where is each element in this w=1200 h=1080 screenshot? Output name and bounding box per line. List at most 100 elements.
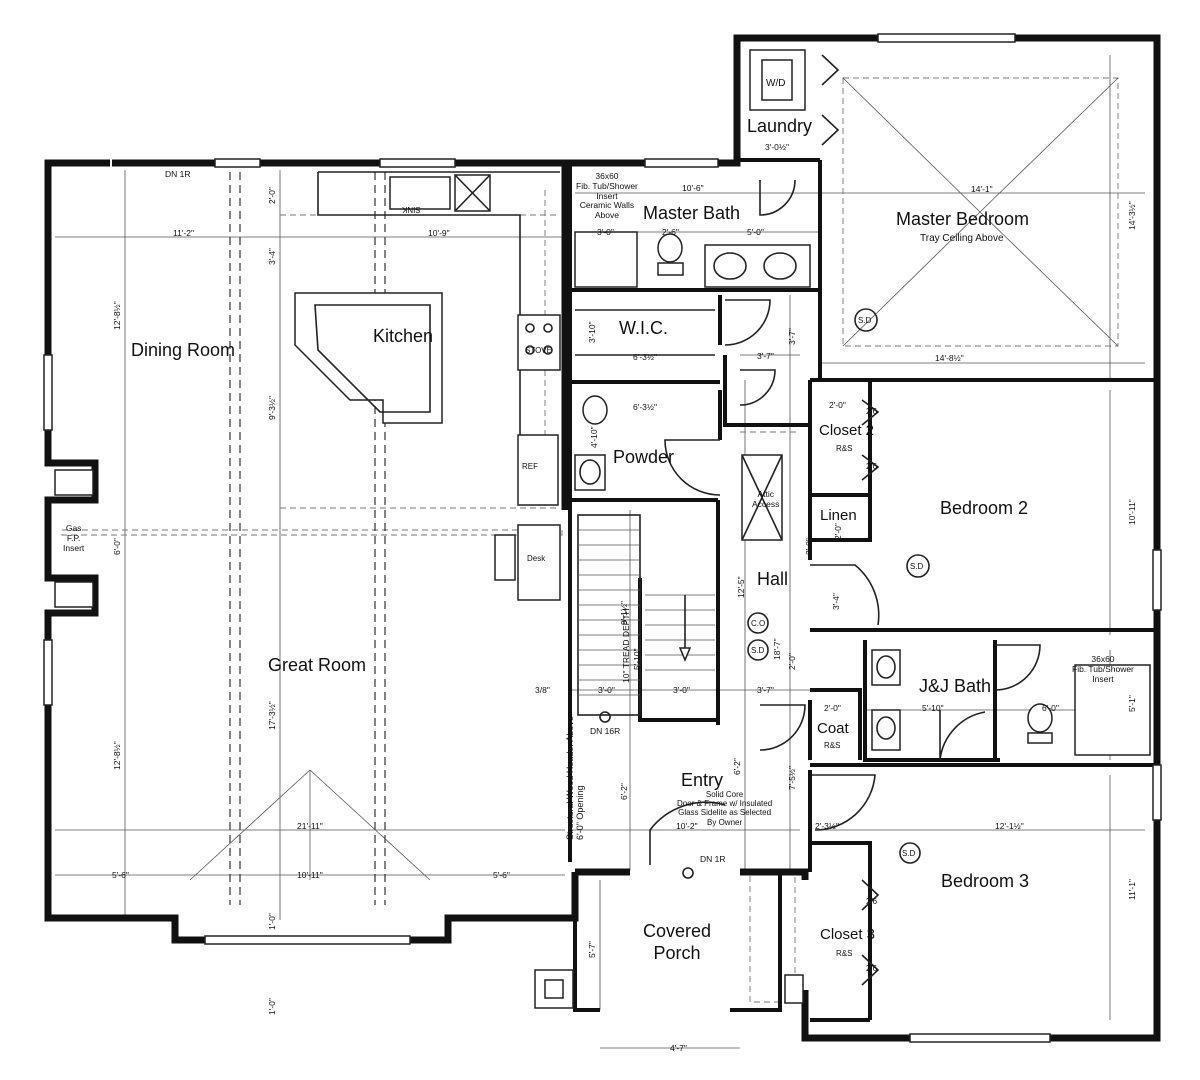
dim-master-width: 14'-1" <box>971 184 993 194</box>
windows <box>43 33 1162 1043</box>
dim-aisle: 3'-4" <box>267 248 277 265</box>
label-co-hall: C.O <box>751 619 766 628</box>
label-gas-fireplace: Gas F.P. Insert <box>63 523 85 553</box>
dim-entry-hall: 3'-7" <box>757 685 774 695</box>
dim-hall-closet: 3'-7" <box>787 328 797 345</box>
dim-jj-vanity: 5'-10" <box>922 703 944 713</box>
dim-hall-total: 18'-7" <box>772 638 782 660</box>
room-great-room: Great Room <box>268 655 367 675</box>
dim-wall-thick: 3/8" <box>535 685 550 695</box>
dim-linen-side: 2'-0" <box>804 538 814 555</box>
label-dn-top: DN 1R <box>165 169 191 179</box>
room-coat: Coat <box>817 720 849 737</box>
dim-counter-depth: 2'-0" <box>267 187 277 204</box>
walls <box>44 34 1161 1042</box>
dim-stair-a: 3'-0" <box>598 685 615 695</box>
dim-stair-b: 3'-0" <box>673 685 690 695</box>
dim-bay-depth: 1'-0" <box>267 913 277 930</box>
dim-bed2-door: 3'-4" <box>831 593 841 610</box>
label-sd-bed2: S.D <box>910 562 924 571</box>
dim-fireplace: 6'-0" <box>112 538 122 555</box>
dim-entry-c: 7'-5½" <box>787 765 797 790</box>
dim-stair-run: 9'-1½" <box>619 600 629 625</box>
dim-powder-depth: 4'-10" <box>589 426 599 448</box>
doors <box>649 54 1041 986</box>
room-jj-bath: J&J Bath <box>919 676 992 696</box>
dim-tub-width: 3'-0" <box>597 227 614 237</box>
dim-entry-b: 6'-2" <box>732 758 742 775</box>
room-wic: W.I.C. <box>619 318 668 338</box>
label-sd-master: S.D <box>858 316 872 325</box>
room-bedroom-2: Bedroom 2 <box>940 498 1029 518</box>
dim-vanity-width: 5'-0" <box>747 227 764 237</box>
dim-coat-wall: 2'-0" <box>787 653 797 670</box>
dim-dining-width: 11'-2" <box>173 228 195 238</box>
dim-porch-depth: 5'-7" <box>587 941 597 958</box>
room-master-bath: Master Bath <box>643 203 741 223</box>
note-jj-tub: 36x60 Fib. Tub/Shower Insert <box>1072 654 1134 684</box>
dim-entry-a: 6'-2" <box>619 783 629 800</box>
dim-wic-depth: 3'-10" <box>587 321 597 343</box>
dim-powder-width: 6'-3½" <box>633 402 658 412</box>
dim-closet2-door-b: 2/6 <box>866 462 878 471</box>
room-closet-3: Closet 3 <box>820 926 876 943</box>
note-master-tub: 36x60 Fib. Tub/Shower Insert Ceramic Wal… <box>576 171 638 221</box>
label-dn-entry: DN 1R <box>700 854 726 864</box>
room-laundry: Laundry <box>747 116 813 136</box>
room-linen: Linen <box>820 507 857 524</box>
smoke-detectors <box>747 308 930 864</box>
dim-hall-top: 3'-7" <box>757 351 774 361</box>
room-entry: Entry <box>681 770 724 790</box>
dim-bed2-depth: 10'-11" <box>1127 499 1137 525</box>
dim-bay-bottom: 1'-0" <box>267 998 277 1015</box>
dim-closet3-door-a: 2/6 <box>866 897 878 906</box>
label-desk: Desk <box>527 554 546 563</box>
dim-toilet-space: 2'-6" <box>662 227 679 237</box>
fixtures <box>54 49 1151 1009</box>
label-washer-dryer: W/D <box>766 78 786 89</box>
label-sd-bed3: S.D <box>902 849 916 858</box>
dim-kitchen-width: 10'-9" <box>428 228 450 238</box>
dim-master-width-2: 14'-8½" <box>935 353 964 363</box>
label-rs-coat: R&S <box>824 741 841 750</box>
dim-closet3-door-b: 2/6 <box>866 964 878 973</box>
label-attic-access: Attic Access <box>752 489 780 509</box>
dim-great-room-left: 12'-8½" <box>112 741 122 770</box>
note-wood-header: Structural Wood Header Above 6'-0" Openi… <box>565 716 586 840</box>
dim-closet2-depth: 2'-0" <box>829 400 846 410</box>
dim-bay-right: 5'-6" <box>493 870 510 880</box>
dim-wic-width: 6'-3½" <box>633 352 658 362</box>
dim-island-depth: 9'-3½" <box>267 395 277 420</box>
label-sd-hall: S.D <box>751 646 765 655</box>
dim-dining-depth: 12'-8½" <box>112 301 122 330</box>
note-tray-ceiling: Tray Ceiling Above <box>920 233 1004 244</box>
dim-bay-center: 10'-11" <box>297 870 323 880</box>
dim-jj-tub: 6'-0" <box>1042 703 1059 713</box>
dim-great-room-depth: 17'-3½" <box>267 701 277 730</box>
dim-bed3-depth: 11'-1" <box>1127 878 1137 900</box>
dim-bay-left: 5'-6" <box>112 870 129 880</box>
dim-hall-length: 12'-5" <box>736 576 746 598</box>
dim-master-depth: 14'-3½" <box>1127 201 1137 230</box>
dim-porch-width: 4'-7" <box>670 1043 687 1053</box>
room-covered-porch: Covered Porch <box>643 921 712 963</box>
dim-bath-width: 10'-6" <box>682 183 704 193</box>
dim-stair-width: 5'-10" <box>632 648 642 670</box>
dim-closet2-door-a: 2/6 <box>866 407 878 416</box>
dim-jj-depth: 5'-1" <box>1127 695 1137 712</box>
room-closet-2: Closet 2 <box>819 422 875 439</box>
dim-laundry-width: 3'-0½" <box>765 142 790 152</box>
room-master-bedroom: Master Bedroom <box>896 209 1030 229</box>
dim-coat-depth: 2'-0" <box>824 703 841 713</box>
label-rs-closet2: R&S <box>836 444 853 453</box>
dim-closet3-top: 2'-3½" <box>815 821 840 831</box>
dim-bed3-width: 12'-1½" <box>995 821 1024 831</box>
dim-linen-depth: 2'-0" <box>833 523 843 540</box>
room-kitchen: Kitchen <box>373 326 434 346</box>
stair-treads <box>577 514 715 716</box>
dim-entry-width: 10'-2" <box>676 821 698 831</box>
label-stove: STOVE <box>525 346 552 355</box>
room-powder: Powder <box>613 447 675 467</box>
